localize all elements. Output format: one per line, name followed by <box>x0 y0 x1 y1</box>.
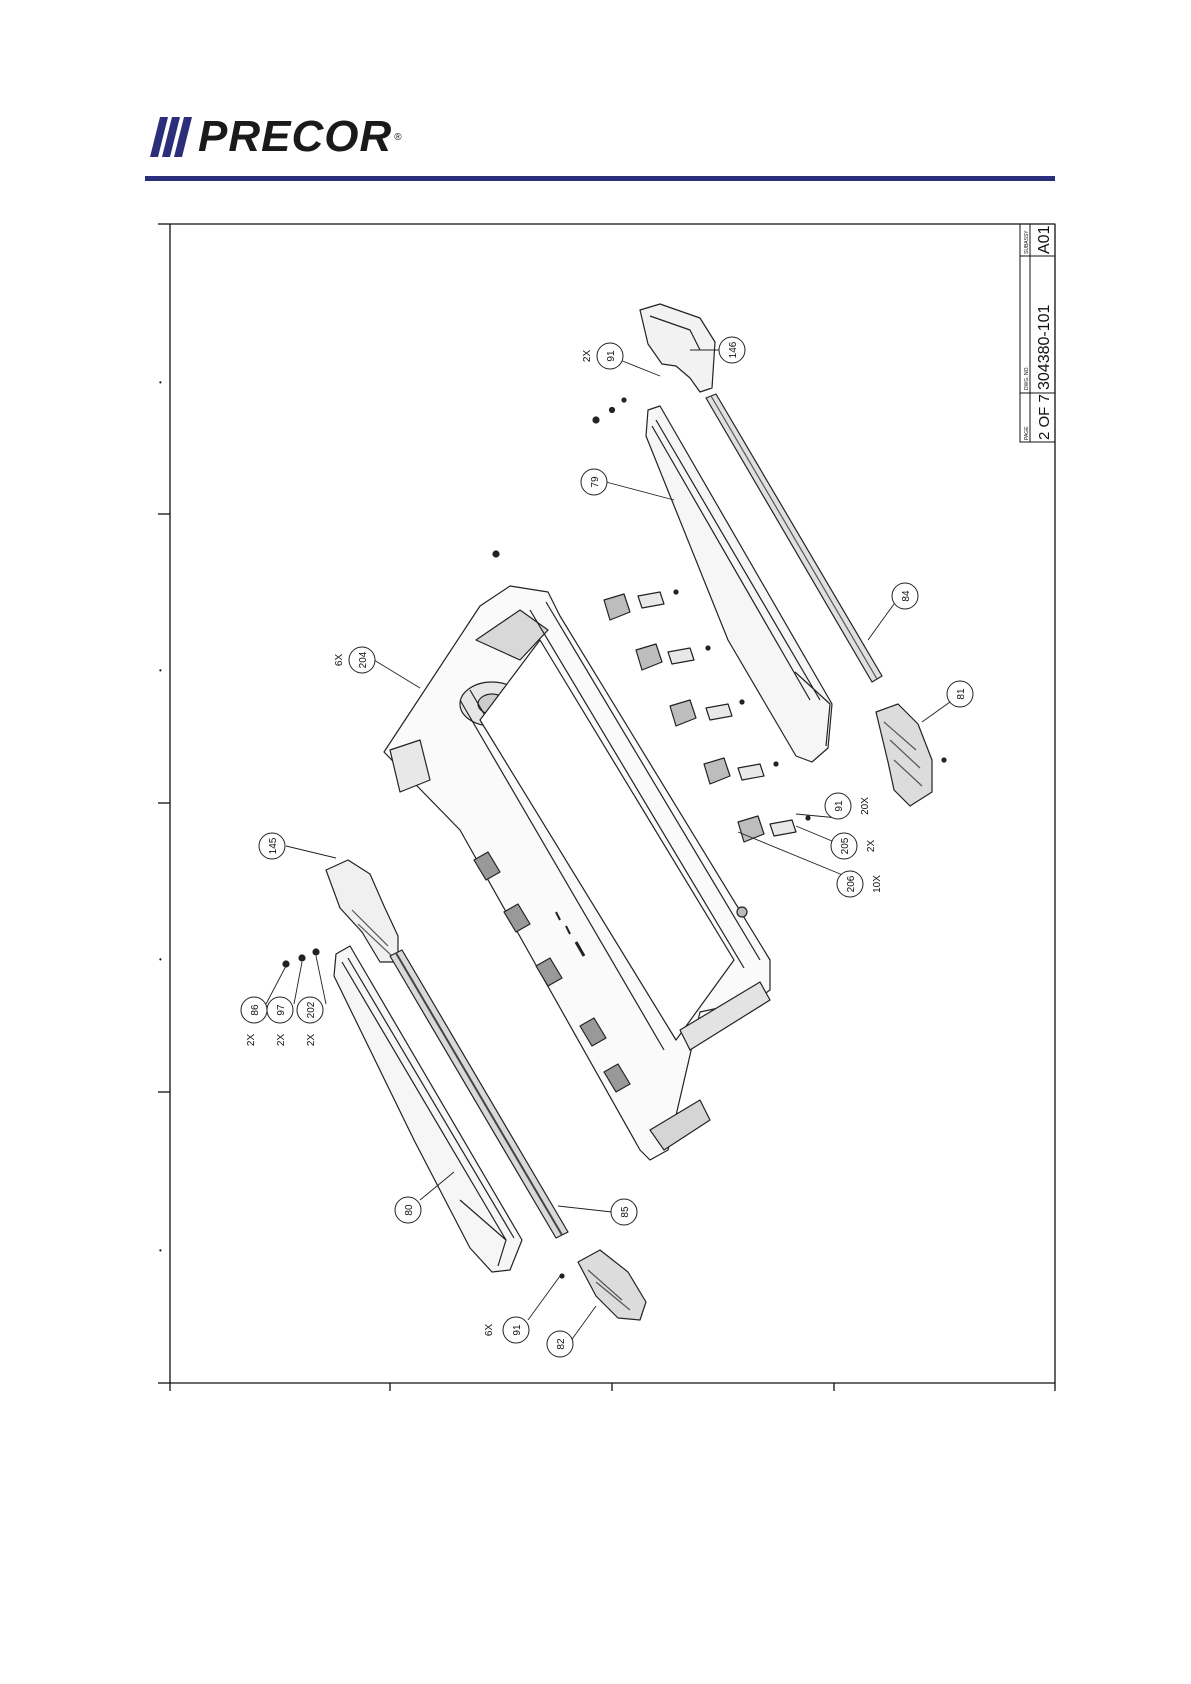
callout-82: 82 <box>556 1338 567 1350</box>
page-label: PAGE <box>1024 426 1030 440</box>
svg-text:•: • <box>159 666 162 675</box>
part-145-endcap <box>326 860 398 962</box>
callout-80: 80 <box>404 1204 415 1216</box>
part-main-frame <box>384 551 770 1160</box>
callout-146: 146 <box>728 341 739 358</box>
callout-81: 81 <box>956 688 967 700</box>
dwg-value: 304380-101 <box>1036 304 1053 390</box>
callout-97: 97 <box>276 1004 287 1016</box>
callout-85: 85 <box>620 1206 631 1218</box>
callout-91-mid-qty: 20X <box>860 797 871 815</box>
svg-text:•: • <box>159 378 162 387</box>
callout-204: 204 <box>358 651 369 668</box>
callout-202: 202 <box>306 1001 317 1018</box>
callout-91-top: 91 <box>606 350 617 362</box>
callout-97-qty: 2X <box>276 1034 287 1047</box>
dwg-label: DWG. NO. <box>1024 366 1030 390</box>
callout-91-bottom: 91 <box>512 1324 523 1336</box>
callout-86: 86 <box>250 1004 261 1016</box>
part-146-endcap <box>640 304 715 392</box>
part-81-frontcap <box>876 704 932 806</box>
callout-91-mid: 91 <box>834 800 845 812</box>
rev-value: A01 <box>1036 225 1053 254</box>
callout-204-qty: 6X <box>334 654 345 667</box>
callout-91-top-qty: 2X <box>582 350 593 363</box>
callout-205: 205 <box>840 837 851 854</box>
callout-206-qty: 10X <box>872 875 883 893</box>
svg-text:•: • <box>159 955 162 964</box>
callout-145: 145 <box>268 837 279 854</box>
callout-84: 84 <box>901 590 912 602</box>
zone-marks: • • • • <box>159 378 162 1255</box>
page-value: 2 OF 7 <box>1036 394 1053 440</box>
part-82-frontcap <box>578 1250 646 1320</box>
title-block-text: SUBASSY A01 DWG. NO. 304380-101 PAGE 2 O… <box>1024 225 1053 440</box>
rev-label: SUBASSY <box>1024 230 1030 254</box>
svg-text:•: • <box>159 1246 162 1255</box>
callout-79: 79 <box>590 476 601 488</box>
callout-202-qty: 2X <box>306 1034 317 1047</box>
callout-205-qty: 2X <box>866 840 877 853</box>
callout-86-qty: 2X <box>246 1034 257 1047</box>
callout-91-bottom-qty: 6X <box>484 1324 495 1337</box>
callout-206: 206 <box>846 875 857 892</box>
